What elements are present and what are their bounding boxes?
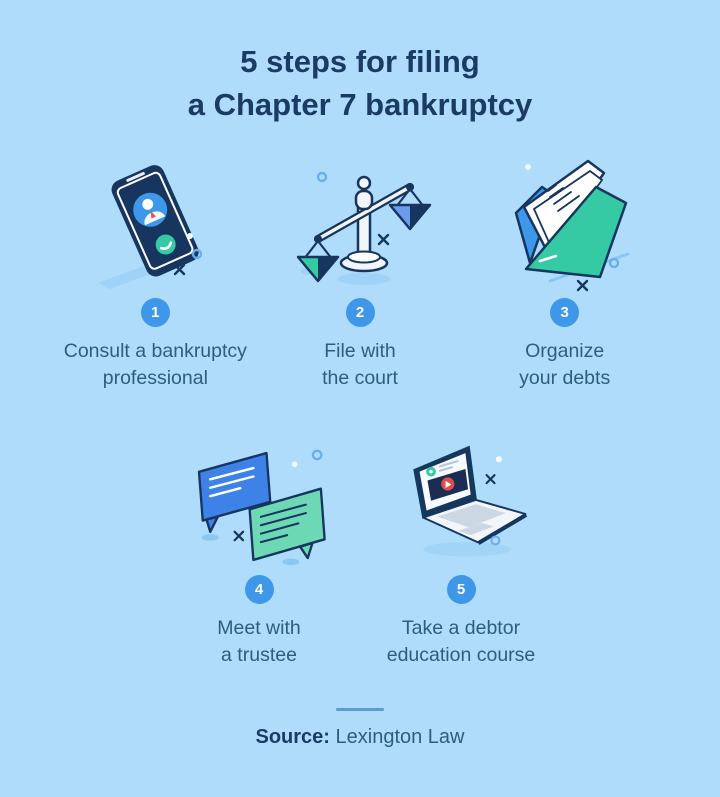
- shadow-shape: [201, 533, 219, 541]
- step-4: 4 Meet with a trustee: [158, 428, 360, 669]
- page-title: 5 steps for filing a Chapter 7 bankruptc…: [0, 0, 720, 127]
- step-2: 2 File with the court: [258, 151, 463, 392]
- source-label: Source:: [255, 726, 330, 749]
- sparkle-ring: [192, 248, 203, 259]
- laptop-icon: [386, 428, 536, 570]
- step-3: 3 Organize your debts: [462, 151, 667, 392]
- step-number-badge: 4: [244, 574, 274, 604]
- sparkle-dot: [187, 232, 194, 239]
- step-number-badge: 5: [446, 574, 476, 604]
- step-label: Take a debtor education course: [386, 616, 536, 666]
- sparkle-dot: [524, 163, 531, 170]
- step-5: 5 Take a debtor education course: [360, 428, 562, 669]
- sparkle-ring: [311, 449, 323, 460]
- sparkle-ring: [608, 257, 619, 268]
- steps-row-1: 1 Consult a bankruptcy professional: [53, 151, 667, 392]
- source-value: Lexington Law: [335, 726, 465, 749]
- steps-row-2: 4 Meet with a trustee: [158, 428, 562, 669]
- sparkle-x: [233, 530, 245, 541]
- sparkle-x: [576, 279, 588, 291]
- page-title-line1: 5 steps for filing: [240, 44, 480, 79]
- phone-call-icon: [80, 151, 230, 293]
- chat-bubbles-icon: [184, 428, 334, 570]
- step-label: Organize your debts: [519, 339, 611, 389]
- shadow-shape: [423, 541, 512, 556]
- step-1: 1 Consult a bankruptcy professional: [53, 151, 258, 392]
- sparkle-x: [377, 233, 390, 245]
- sparkle-ring: [490, 535, 501, 546]
- folder-icon: [490, 151, 640, 293]
- step-number-badge: 1: [140, 297, 170, 327]
- sparkle-dot: [291, 461, 298, 467]
- sparkle-ring: [316, 171, 328, 182]
- source-attribution: Source: Lexington Law: [0, 726, 720, 749]
- step-label: Meet with a trustee: [217, 616, 301, 666]
- scales-of-justice-icon: [285, 151, 435, 293]
- footer-divider: [336, 708, 384, 712]
- sparkle-x: [485, 473, 496, 484]
- shadow-shape: [282, 558, 300, 565]
- sparkle-dot: [495, 455, 503, 462]
- step-number-badge: 3: [550, 297, 580, 327]
- step-number-badge: 2: [345, 297, 375, 327]
- shadow-shape: [338, 272, 390, 285]
- sparkle-x: [174, 263, 186, 275]
- step-label: File with the court: [322, 339, 398, 389]
- page-title-line2: a Chapter 7 bankruptcy: [187, 87, 533, 123]
- step-label: Consult a bankruptcy professional: [63, 339, 247, 389]
